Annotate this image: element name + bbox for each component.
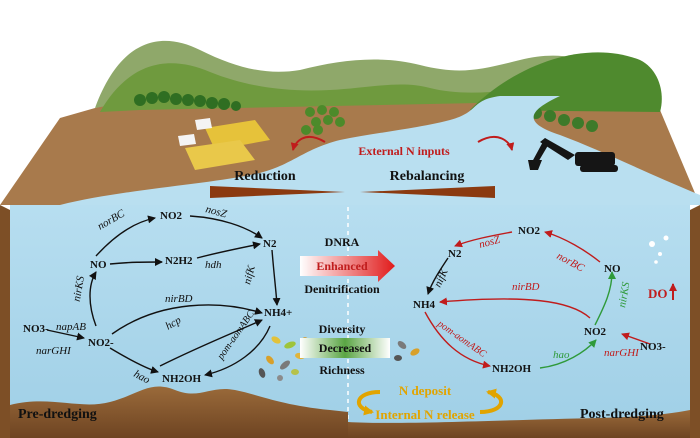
sediment-pre bbox=[10, 386, 348, 438]
enhanced-arrow bbox=[300, 250, 395, 282]
oxygen-bubbles bbox=[649, 235, 669, 264]
arrow-nh4-nh2oh bbox=[204, 325, 271, 378]
pre-node-no: NO bbox=[90, 259, 107, 271]
arrow-n2-nh4 bbox=[271, 249, 281, 306]
pre-node-nh2oh: NH2OH bbox=[162, 373, 202, 385]
pre-gene-napab: napAB bbox=[56, 321, 86, 333]
post-gene-hao: hao bbox=[553, 349, 570, 361]
post-gene-narghi: narGHI bbox=[604, 347, 640, 359]
pre-gene-nirbd: nirBD bbox=[165, 293, 193, 305]
arrow-no2gas-n2 bbox=[189, 215, 263, 239]
post-node-nh4: NH4 bbox=[413, 299, 436, 311]
post-node-nh2oh: NH2OH bbox=[492, 363, 532, 375]
post-gene-nosz: nosZ bbox=[478, 234, 503, 251]
arrow-no2-no bbox=[88, 271, 97, 327]
pre-gene-nirks: nirKS bbox=[71, 275, 87, 303]
reduction-label: Reduction bbox=[234, 169, 296, 184]
rebalancing-wedge bbox=[360, 186, 495, 198]
middle-panel: DNRA Enhanced Denitrification Diversity … bbox=[300, 235, 503, 422]
post-dredging-label: Post-dredging bbox=[580, 407, 664, 422]
pre-node-n2h2: N2H2 bbox=[165, 255, 193, 267]
post-arrow-no3-no2 bbox=[621, 332, 651, 345]
post-arrow-no2gas-n2 bbox=[454, 231, 513, 248]
post-arrow-no2-no bbox=[594, 271, 616, 326]
external-n-inputs-label: External N inputs bbox=[358, 144, 450, 158]
post-node-n2: N2 bbox=[448, 248, 462, 260]
post-arrow-no2-nh4 bbox=[439, 297, 591, 319]
n-deposit-label: N deposit bbox=[399, 383, 452, 398]
denitrification-label: Denitrification bbox=[304, 282, 380, 296]
enhanced-label: Enhanced bbox=[316, 259, 368, 273]
internal-release-label: Internal N release bbox=[375, 407, 475, 422]
pre-gene-hdh: hdh bbox=[205, 259, 222, 271]
arrow-nh2oh-nh4-hcp bbox=[159, 319, 263, 367]
microbe-cluster-post bbox=[394, 341, 420, 361]
post-arrow-nh2oh-no2 bbox=[539, 339, 597, 369]
arrow-n2h2-n2 bbox=[196, 241, 261, 259]
post-dredging-cycle: NO2 N2 NO NH4 NO2 NO3- NH2OH nosZ norBC … bbox=[394, 225, 677, 422]
decreased-box bbox=[300, 338, 390, 358]
n-deposit-arrow bbox=[357, 390, 381, 416]
external-input-arrow-left bbox=[290, 136, 326, 151]
dnra-label: DNRA bbox=[325, 235, 360, 249]
pre-gene-nosz: nosZ bbox=[204, 203, 229, 220]
river bbox=[60, 96, 700, 205]
arrow-nh2oh-no2 bbox=[109, 347, 159, 374]
tree-line-left bbox=[134, 91, 241, 111]
post-node-no: NO bbox=[604, 263, 621, 275]
rebalancing-label: Rebalancing bbox=[390, 169, 465, 184]
diversity-label: Diversity bbox=[319, 322, 366, 336]
ground-left-face bbox=[0, 205, 10, 438]
do-label: DO bbox=[648, 286, 668, 301]
pre-node-no3: NO3- bbox=[23, 323, 49, 335]
pre-node-no2-gas: NO2 bbox=[160, 210, 183, 222]
richness-label: Richness bbox=[319, 363, 365, 377]
arrow-no-no2gas bbox=[95, 215, 156, 257]
post-arrow-n2-nh4 bbox=[426, 257, 449, 295]
post-arrow-nh4-nh2oh bbox=[424, 311, 491, 369]
orchard bbox=[301, 105, 345, 135]
farm-fields bbox=[178, 118, 270, 170]
post-node-no2: NO2 bbox=[584, 326, 607, 338]
internal-release-arrow bbox=[479, 388, 503, 414]
external-input-arrow-right bbox=[477, 136, 515, 151]
arrow-no-n2h2 bbox=[109, 258, 163, 267]
reduction-wedge bbox=[210, 186, 345, 198]
pre-node-nh4: NH4+ bbox=[264, 307, 292, 319]
arrow-no3-no2 bbox=[46, 329, 85, 341]
decreased-label: Decreased bbox=[319, 341, 372, 355]
post-arrow-no-no2gas bbox=[544, 230, 601, 263]
excavator bbox=[528, 138, 618, 172]
post-node-no2-gas: NO2 bbox=[518, 225, 541, 237]
post-gene-nirbd: nirBD bbox=[512, 281, 540, 293]
landscape: External N inputs Reduction Rebalancing bbox=[0, 40, 700, 438]
pre-node-n2: N2 bbox=[263, 238, 277, 250]
post-node-no3: NO3- bbox=[640, 341, 666, 353]
sediment-post bbox=[348, 410, 690, 438]
pre-node-no2: NO2- bbox=[88, 337, 114, 349]
pre-dredging-label: Pre-dredging bbox=[18, 407, 97, 422]
post-gene-nirks: nirKS bbox=[616, 281, 632, 309]
arrow-no2-nh4 bbox=[111, 304, 263, 335]
ground-right-face bbox=[690, 205, 700, 438]
pre-gene-nifk: nifK bbox=[241, 264, 258, 286]
pre-gene-narghi: narGHI bbox=[36, 345, 72, 357]
